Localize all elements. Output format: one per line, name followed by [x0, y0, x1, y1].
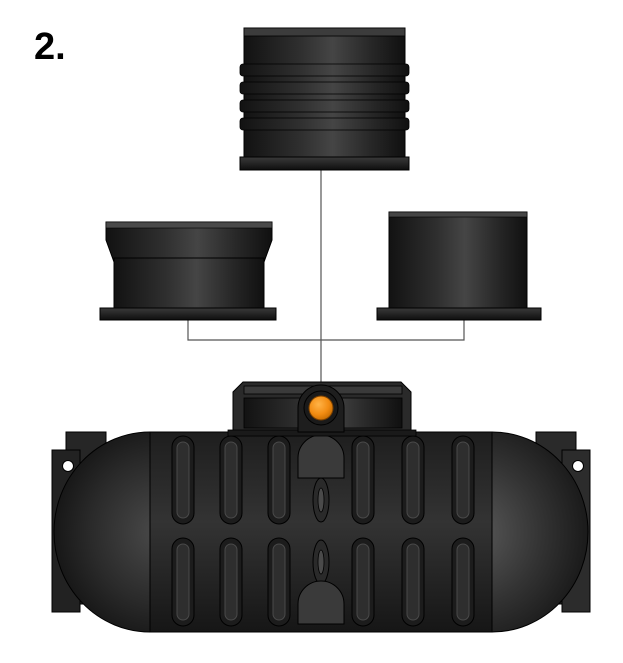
straight-adapter-collar [376, 211, 542, 321]
orange-indicator [303, 390, 339, 426]
connector-lines [187, 170, 465, 384]
corrugated-extension-shaft [239, 27, 410, 171]
horizontal-tank [51, 381, 591, 633]
step-number: 2. [34, 26, 66, 68]
tapered-adapter-collar [99, 221, 277, 321]
